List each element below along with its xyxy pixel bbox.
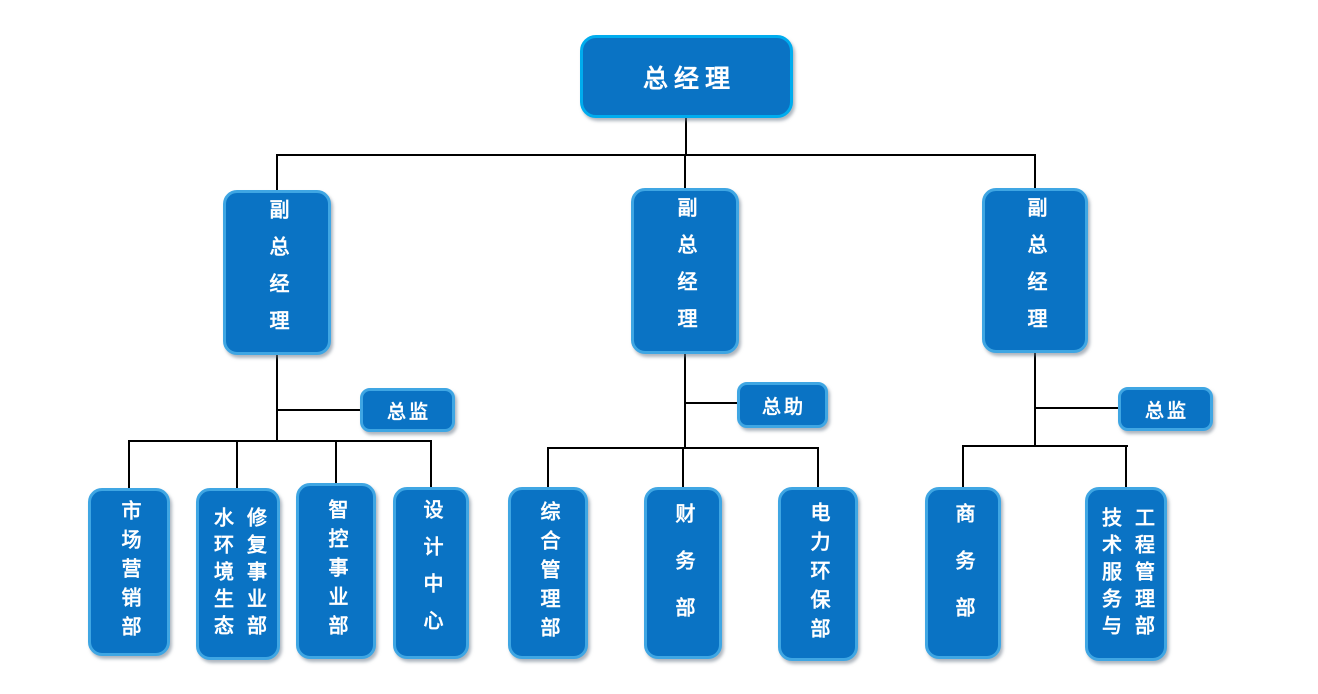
connector-drop-dept-water-eco xyxy=(236,440,238,488)
node-label: 智控事业部 xyxy=(325,498,347,644)
node-label: 市场营销部 xyxy=(118,499,140,645)
node-dept-tech-service-eng-mgmt: 技术服务与工程管理部 xyxy=(1085,487,1167,661)
connector-stub-staff-left xyxy=(277,409,361,411)
connector-root-trunk xyxy=(685,118,687,155)
node-label: 技术服务与工程管理部 xyxy=(1098,506,1154,642)
node-label: 财务部 xyxy=(672,502,694,644)
connector-drop-dept-finance xyxy=(682,447,684,488)
node-dept-intelligent-control: 智控事业部 xyxy=(296,483,376,659)
connector-deputy-right-trunk xyxy=(1034,353,1036,446)
node-general-manager: 总经理 xyxy=(580,35,793,118)
connector-drop-deputy-right xyxy=(1034,154,1036,189)
connector-drop-dept-marketing xyxy=(128,440,130,488)
connector-drop-deputy-left xyxy=(276,154,278,191)
connector-drop-dept-tech-service xyxy=(1125,445,1127,488)
connector-drop-deputy-mid xyxy=(684,154,686,189)
node-label: 电力环保部 xyxy=(807,501,829,647)
connector-drop-dept-general-admin xyxy=(547,447,549,488)
node-label: 总监 xyxy=(386,401,431,423)
node-label: 水环境生态修复事业部 xyxy=(210,506,266,642)
node-dept-marketing: 市场营销部 xyxy=(88,488,170,656)
node-dept-general-admin: 综合管理部 xyxy=(508,487,588,659)
node-dept-design-center: 设计中心 xyxy=(393,487,469,659)
connector-left-crossbar xyxy=(128,440,432,442)
node-dept-commerce: 商务部 xyxy=(925,487,1001,659)
connector-root-crossbar xyxy=(276,154,1036,156)
node-label: 总助 xyxy=(761,396,806,418)
node-label: 副总经理 xyxy=(1024,196,1046,345)
connector-drop-dept-power-env xyxy=(817,447,819,488)
node-gm-assistant: 总助 xyxy=(737,382,828,428)
node-director-left: 总监 xyxy=(360,388,455,432)
connector-drop-dept-intelligent-control xyxy=(335,440,337,484)
node-director-right: 总监 xyxy=(1118,387,1213,431)
connector-deputy-left-trunk xyxy=(276,355,278,442)
node-label: 副总经理 xyxy=(266,198,288,347)
node-deputy-gm-left: 副总经理 xyxy=(223,190,331,355)
node-label: 副总经理 xyxy=(674,197,696,345)
connector-stub-staff-right xyxy=(1035,407,1119,409)
node-deputy-gm-mid: 副总经理 xyxy=(631,188,739,354)
node-dept-water-eco-restoration: 水环境生态修复事业部 xyxy=(196,488,280,660)
node-label: 商务部 xyxy=(952,502,974,644)
connector-drop-dept-commerce xyxy=(962,445,964,488)
connector-deputy-mid-trunk xyxy=(684,354,686,448)
node-label: 总经理 xyxy=(642,65,736,93)
node-label: 设计中心 xyxy=(420,499,442,647)
node-dept-finance: 财务部 xyxy=(644,487,722,659)
connector-drop-dept-design-center xyxy=(430,440,432,488)
node-dept-power-env-protection: 电力环保部 xyxy=(778,487,858,661)
connector-right-crossbar xyxy=(962,445,1128,447)
node-label: 总监 xyxy=(1144,400,1189,422)
node-label: 综合管理部 xyxy=(537,500,559,646)
node-deputy-gm-right: 副总经理 xyxy=(982,188,1088,353)
connector-stub-staff-mid xyxy=(685,402,738,404)
